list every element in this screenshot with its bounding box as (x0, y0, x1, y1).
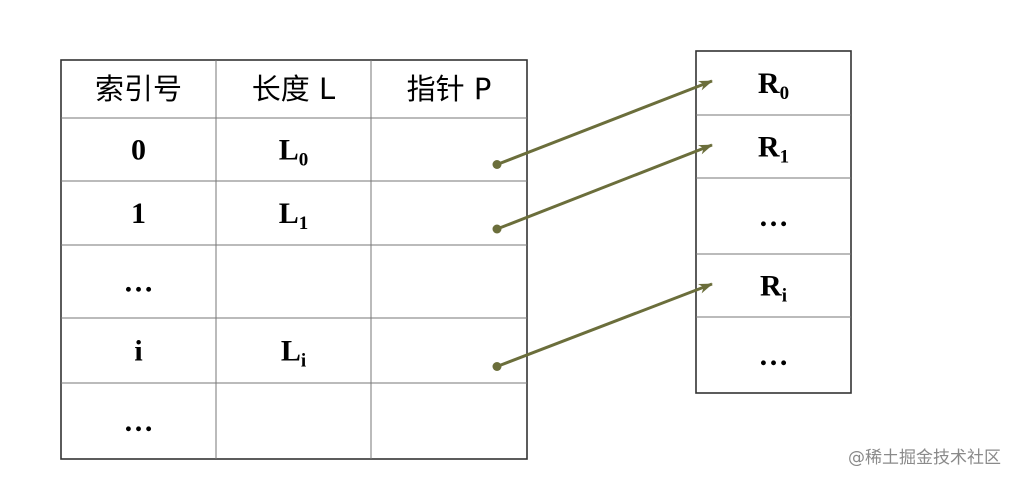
pointer-dot (492, 224, 502, 234)
pointer-arrows (492, 79, 713, 371)
index-cell: … (124, 266, 154, 299)
header-length: 长度 L (252, 72, 335, 106)
index-cell: 1 (131, 197, 146, 230)
length-cell: Li (281, 335, 306, 372)
record-cell: R1 (758, 131, 789, 168)
header-index: 索引号 (95, 72, 182, 106)
record-ellipsis: … (759, 339, 789, 372)
index-table: 索引号 长度 L 指针 P 0 L0 1 L1 … i Li … (60, 59, 528, 460)
header-pointer: 指针 P (407, 72, 492, 106)
pointer-dot (492, 160, 502, 169)
index-cell: 0 (131, 134, 146, 167)
pointer-arrow (496, 282, 713, 368)
record-ellipsis: … (759, 200, 789, 233)
length-cell: L1 (279, 197, 309, 234)
index-cell: i (134, 335, 142, 368)
pointer-arrow (496, 143, 713, 231)
record-cell: R0 (758, 67, 789, 104)
length-cell: L0 (279, 134, 309, 171)
pointer-dot (492, 362, 502, 371)
index-table-border (60, 59, 528, 460)
watermark: @稀土掘金技术社区 (848, 448, 1001, 468)
index-cell: … (124, 405, 154, 438)
pointer-arrow (496, 79, 713, 166)
record-cell: Ri (760, 270, 787, 307)
record-table-border (695, 50, 852, 394)
